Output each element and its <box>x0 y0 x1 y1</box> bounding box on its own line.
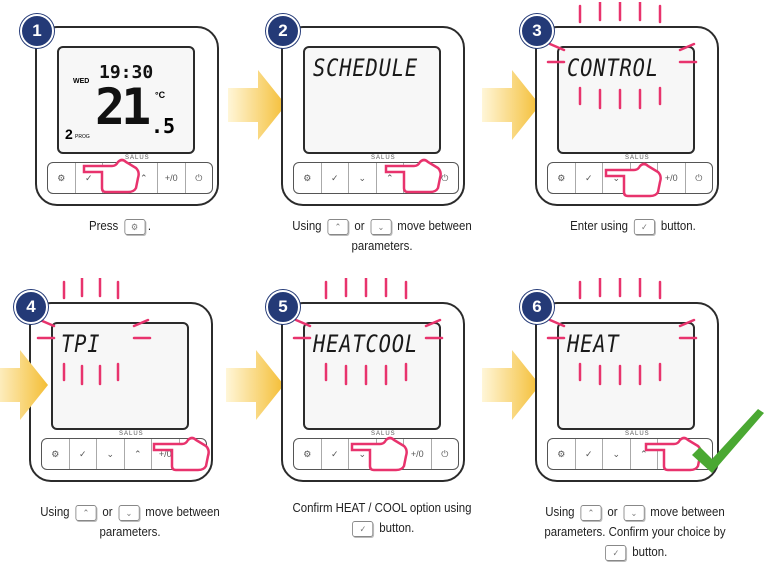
gear-icon[interactable]: ⚙ <box>294 163 322 193</box>
chevron-down-icon: ⌄ <box>370 218 392 235</box>
step-2-caption: Using ⌃ or ⌄ move between parameters. <box>292 218 472 253</box>
chevron-up-icon: ⌃ <box>75 504 97 521</box>
next-arrow <box>0 350 48 420</box>
step-number-badge: 2 <box>266 14 300 48</box>
chevron-down-icon: ⌄ <box>118 504 140 521</box>
thermostat: SCHEDULE SALUS ⚙ ✓ ⌄ ⌃ +/0 ⏻ <box>281 26 465 206</box>
brand-logo: SALUS <box>625 155 650 161</box>
check-icon: ✓ <box>633 218 655 235</box>
thermostat-screen: HEAT <box>557 322 695 430</box>
gear-icon[interactable]: ⚙ <box>294 439 322 469</box>
gear-icon[interactable]: ⚙ <box>548 439 576 469</box>
power-icon[interactable]: ⏻ <box>441 172 449 183</box>
chevron-up-icon: ⌃ <box>327 218 349 235</box>
step-1-caption: Press ⚙. <box>88 218 152 235</box>
blink-rays <box>292 278 444 386</box>
blink-rays <box>546 278 698 386</box>
step-number-badge: 1 <box>20 14 54 48</box>
lcd-text: CONTROL <box>567 54 659 82</box>
thermostat-screen: CONTROL <box>557 46 695 154</box>
chevron-down-icon: ⌄ <box>623 504 645 521</box>
check-icon[interactable]: ✓ <box>576 439 603 469</box>
check-icon[interactable]: ✓ <box>322 163 349 193</box>
blink-rays <box>36 278 152 386</box>
brand-logo: SALUS <box>371 431 396 437</box>
check-icon <box>692 409 764 473</box>
brand-logo: SALUS <box>625 431 650 437</box>
next-arrow <box>228 70 286 140</box>
hold-button[interactable]: +/0 <box>404 439 432 469</box>
step-number-badge: 5 <box>266 290 300 324</box>
step-number-badge: 3 <box>520 14 554 48</box>
pointing-hand-icon <box>350 436 408 472</box>
step-4-caption: Using ⌃ or ⌄ move between parameters. <box>40 504 220 539</box>
step-3-caption: Enter using ✓ button. <box>570 218 696 235</box>
chevron-up-icon[interactable]: ⌃ <box>125 439 152 469</box>
pointing-hand-icon <box>384 158 442 194</box>
pointing-hand-icon <box>604 162 662 198</box>
time-readout: 19:30 <box>99 62 154 83</box>
step-6-caption: Using ⌃ or ⌄ move between parameters. Co… <box>544 504 726 561</box>
program-label: PROG <box>75 134 90 140</box>
blink-rays <box>546 2 698 110</box>
thermostat-screen: SCHEDULE <box>303 46 441 154</box>
step-5-caption: Confirm HEAT / COOL option using ✓ butto… <box>292 500 472 537</box>
thermostat-screen: TPI <box>51 322 189 430</box>
next-arrow <box>226 350 284 420</box>
check-icon: ✓ <box>352 520 374 537</box>
chevron-up-icon: ⌃ <box>580 504 602 521</box>
gear-icon: ⚙ <box>124 218 146 235</box>
temperature-main: 21 <box>95 78 151 136</box>
next-arrow <box>482 70 540 140</box>
hold-button[interactable]: +/0 <box>158 163 186 193</box>
brand-logo: SALUS <box>119 431 144 437</box>
chevron-down-icon[interactable]: ⌄ <box>349 163 377 193</box>
gear-icon[interactable]: ⚙ <box>42 439 70 469</box>
thermostat-screen: 19:30 WED 21 .5 °C 2 PROG <box>57 46 195 154</box>
lcd-text: SCHEDULE <box>313 54 419 82</box>
next-arrow <box>482 350 540 420</box>
day-label: WED <box>73 78 90 85</box>
gear-icon[interactable]: ⚙ <box>548 163 576 193</box>
thermostat: 19:30 WED 21 .5 °C 2 PROG SALUS ⚙ ✓ ⌄ ⌃ … <box>35 26 219 206</box>
lcd-text: TPI <box>61 330 101 358</box>
thermostat: HEAT SALUS ⚙ ✓ ⌄ ⌃ +/0 ⏻ <box>535 302 719 482</box>
check-icon: ✓ <box>605 544 627 561</box>
power-icon[interactable]: ⏻ <box>441 448 449 459</box>
chevron-up-icon[interactable]: ⌃ <box>631 439 658 469</box>
pointing-hand-icon <box>152 436 210 472</box>
lcd-text: HEATCOOL <box>313 330 419 358</box>
check-icon[interactable]: ✓ <box>70 439 97 469</box>
thermostat: TPI SALUS ⚙ ✓ ⌄ ⌃ +/0 ⏻ <box>29 302 213 482</box>
step-number-badge: 6 <box>520 290 554 324</box>
program-number: 2 <box>65 126 73 142</box>
chevron-down-icon[interactable]: ⌄ <box>97 439 125 469</box>
temperature-unit: °C <box>155 90 166 100</box>
step-number-badge: 4 <box>14 290 48 324</box>
hold-button[interactable]: +/0 <box>658 163 686 193</box>
lcd-text: HEAT <box>567 330 620 358</box>
power-icon[interactable]: ⏻ <box>195 172 203 183</box>
check-icon[interactable]: ✓ <box>576 163 603 193</box>
brand-logo: SALUS <box>371 155 396 161</box>
pointing-hand-icon <box>82 158 140 194</box>
gear-icon[interactable]: ⚙ <box>48 163 76 193</box>
power-icon[interactable]: ⏻ <box>695 172 703 183</box>
chevron-down-icon[interactable]: ⌄ <box>603 439 631 469</box>
chevron-up-icon[interactable]: ⌃ <box>131 163 158 193</box>
check-icon[interactable]: ✓ <box>322 439 349 469</box>
temperature-decimal: .5 <box>151 114 176 138</box>
brand-logo: SALUS <box>125 155 150 161</box>
